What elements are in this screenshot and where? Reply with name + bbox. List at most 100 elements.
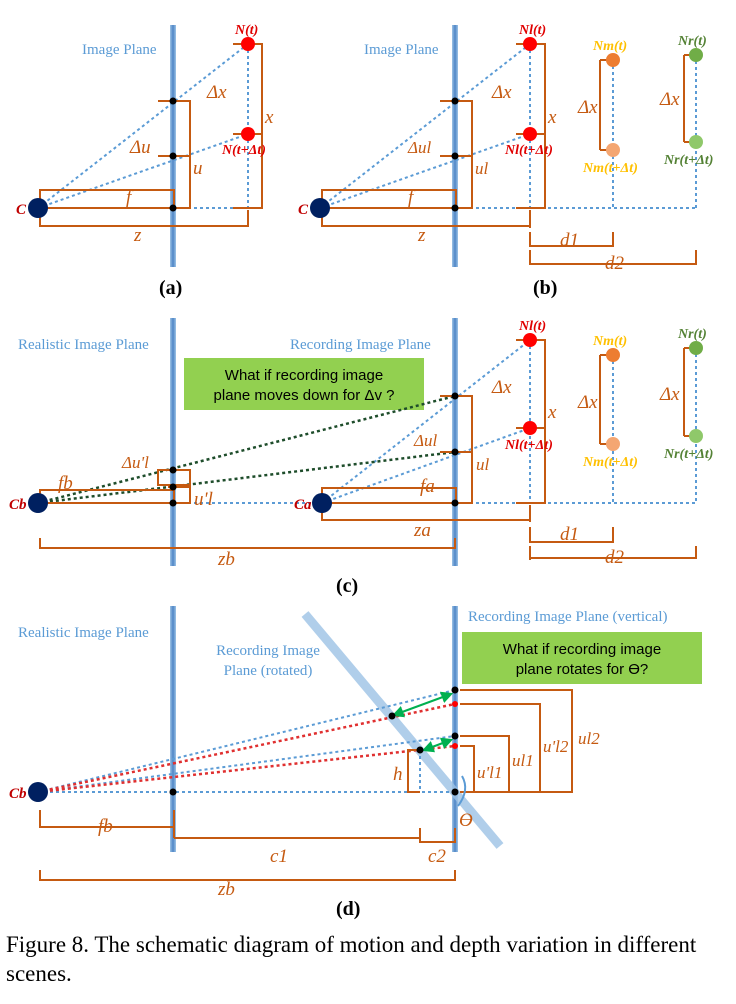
red-projection-lines: [37, 702, 456, 794]
plane-label: Recording Image Plane (vertical): [468, 609, 668, 625]
panel-c: Realistic Image Plane Recording Image Pl…: [9, 318, 713, 597]
dark-projection-lines: [37, 394, 456, 505]
var-label: f: [126, 187, 134, 208]
figure-8-diagram: Image Plane C N(t) N(t+Δt) Δx x Δu u f z: [9, 23, 713, 920]
node-orange: [606, 437, 620, 451]
var-label: z: [417, 225, 426, 246]
var-label: Δx: [491, 82, 512, 103]
var-label: Δx: [491, 377, 512, 398]
var-label: x: [547, 107, 557, 128]
var-label: zb: [217, 549, 235, 570]
var-label: d2: [605, 253, 625, 274]
camera-dot: [28, 198, 48, 218]
panel-b: Image Plane: [298, 23, 713, 299]
panel-label: (c): [336, 575, 358, 597]
note-text: plane rotates for ϴ?: [516, 661, 649, 678]
node-label: Nr(t): [677, 34, 707, 49]
var-label: Δx: [659, 384, 680, 405]
node-green: [689, 429, 703, 443]
realistic-image-plane: [170, 318, 176, 566]
node-label: Nm(t+Δt): [582, 455, 638, 470]
var-label: Δu: [129, 137, 151, 158]
var-label: d1: [560, 230, 579, 251]
projection-lines: [319, 43, 697, 209]
node-label: N(t+Δt): [221, 143, 266, 158]
var-label: fb: [58, 473, 73, 494]
note-text: What if recording image: [503, 641, 661, 658]
var-label: z: [133, 225, 142, 246]
var-label: u'l: [194, 489, 213, 510]
node-red: [523, 127, 537, 141]
angle-arc: [457, 775, 467, 807]
var-label: fa: [420, 476, 435, 497]
camera-dot: [28, 493, 48, 513]
node-red: [241, 37, 255, 51]
node-orange: [606, 53, 620, 67]
node-label: Nr(t): [677, 327, 707, 342]
node-label: Nr(t+Δt): [663, 153, 713, 168]
node-red: [523, 333, 537, 347]
plane-points: [452, 701, 458, 749]
node-orange: [606, 143, 620, 157]
node-green: [689, 135, 703, 149]
node-label: Nr(t+Δt): [663, 447, 713, 462]
node-red: [241, 127, 255, 141]
plane-label: Image Plane: [82, 42, 157, 58]
camera-dot: [28, 782, 48, 802]
node-label: Nm(t): [592, 39, 627, 54]
var-label: d1: [560, 524, 579, 545]
var-label: Δu'l: [121, 453, 149, 472]
plane-points: [169, 392, 459, 507]
var-label: d2: [605, 547, 625, 568]
var-label: x: [264, 107, 274, 128]
camera-dot: [312, 493, 332, 513]
plane-label: Image Plane: [364, 42, 439, 58]
var-label: Δx: [206, 82, 227, 103]
var-label: ul: [475, 159, 489, 178]
panel-label: (a): [159, 277, 182, 299]
note-text: plane moves down for Δv ?: [214, 387, 395, 404]
note-box: What if recording image plane moves down…: [184, 358, 424, 410]
panel-label: (b): [533, 277, 557, 299]
var-label: fb: [98, 816, 113, 837]
camera-label: Cb: [9, 786, 27, 802]
plane-points: [451, 97, 459, 212]
vertical-recording-plane: [452, 606, 458, 852]
plane-label: Realistic Image Plane: [18, 625, 149, 641]
projection-lines: [37, 43, 249, 209]
var-label: ul: [476, 455, 490, 474]
plane-points: [169, 97, 177, 212]
var-label: Δul: [413, 431, 437, 450]
var-label: x: [547, 402, 557, 423]
camera-label: C: [16, 202, 27, 218]
var-label: u'l2: [543, 737, 569, 756]
var-label: ul1: [512, 751, 534, 770]
image-plane: [170, 25, 176, 267]
node-orange: [606, 348, 620, 362]
dimension-brackets: [39, 689, 573, 881]
var-label: c1: [270, 846, 288, 867]
camera-label: C: [298, 202, 309, 218]
var-label: u: [193, 158, 203, 179]
note-text: What if recording image: [225, 367, 383, 384]
camera-label: Ca: [294, 497, 312, 513]
realistic-image-plane: [170, 606, 176, 852]
var-label: Δx: [659, 89, 680, 110]
image-plane: [452, 25, 458, 267]
node-green: [689, 48, 703, 62]
node-label: N(t): [234, 23, 258, 38]
var-label: c2: [428, 846, 446, 867]
var-label: h: [393, 764, 403, 785]
shift-arrows: [391, 691, 454, 753]
plane-label: Recording Image: [216, 643, 320, 659]
node-label: Nl(t+Δt): [504, 143, 553, 158]
node-red: [523, 37, 537, 51]
var-label: Δx: [577, 392, 598, 413]
var-label: zb: [217, 879, 235, 900]
node-label: Nm(t+Δt): [582, 161, 638, 176]
projection-lines: [37, 689, 456, 793]
var-label: za: [413, 520, 431, 541]
panel-a: Image Plane C N(t) N(t+Δt) Δx x Δu u f z: [16, 23, 274, 299]
dimension-brackets: [39, 43, 263, 227]
plane-label: Recording Image Plane: [290, 337, 431, 353]
